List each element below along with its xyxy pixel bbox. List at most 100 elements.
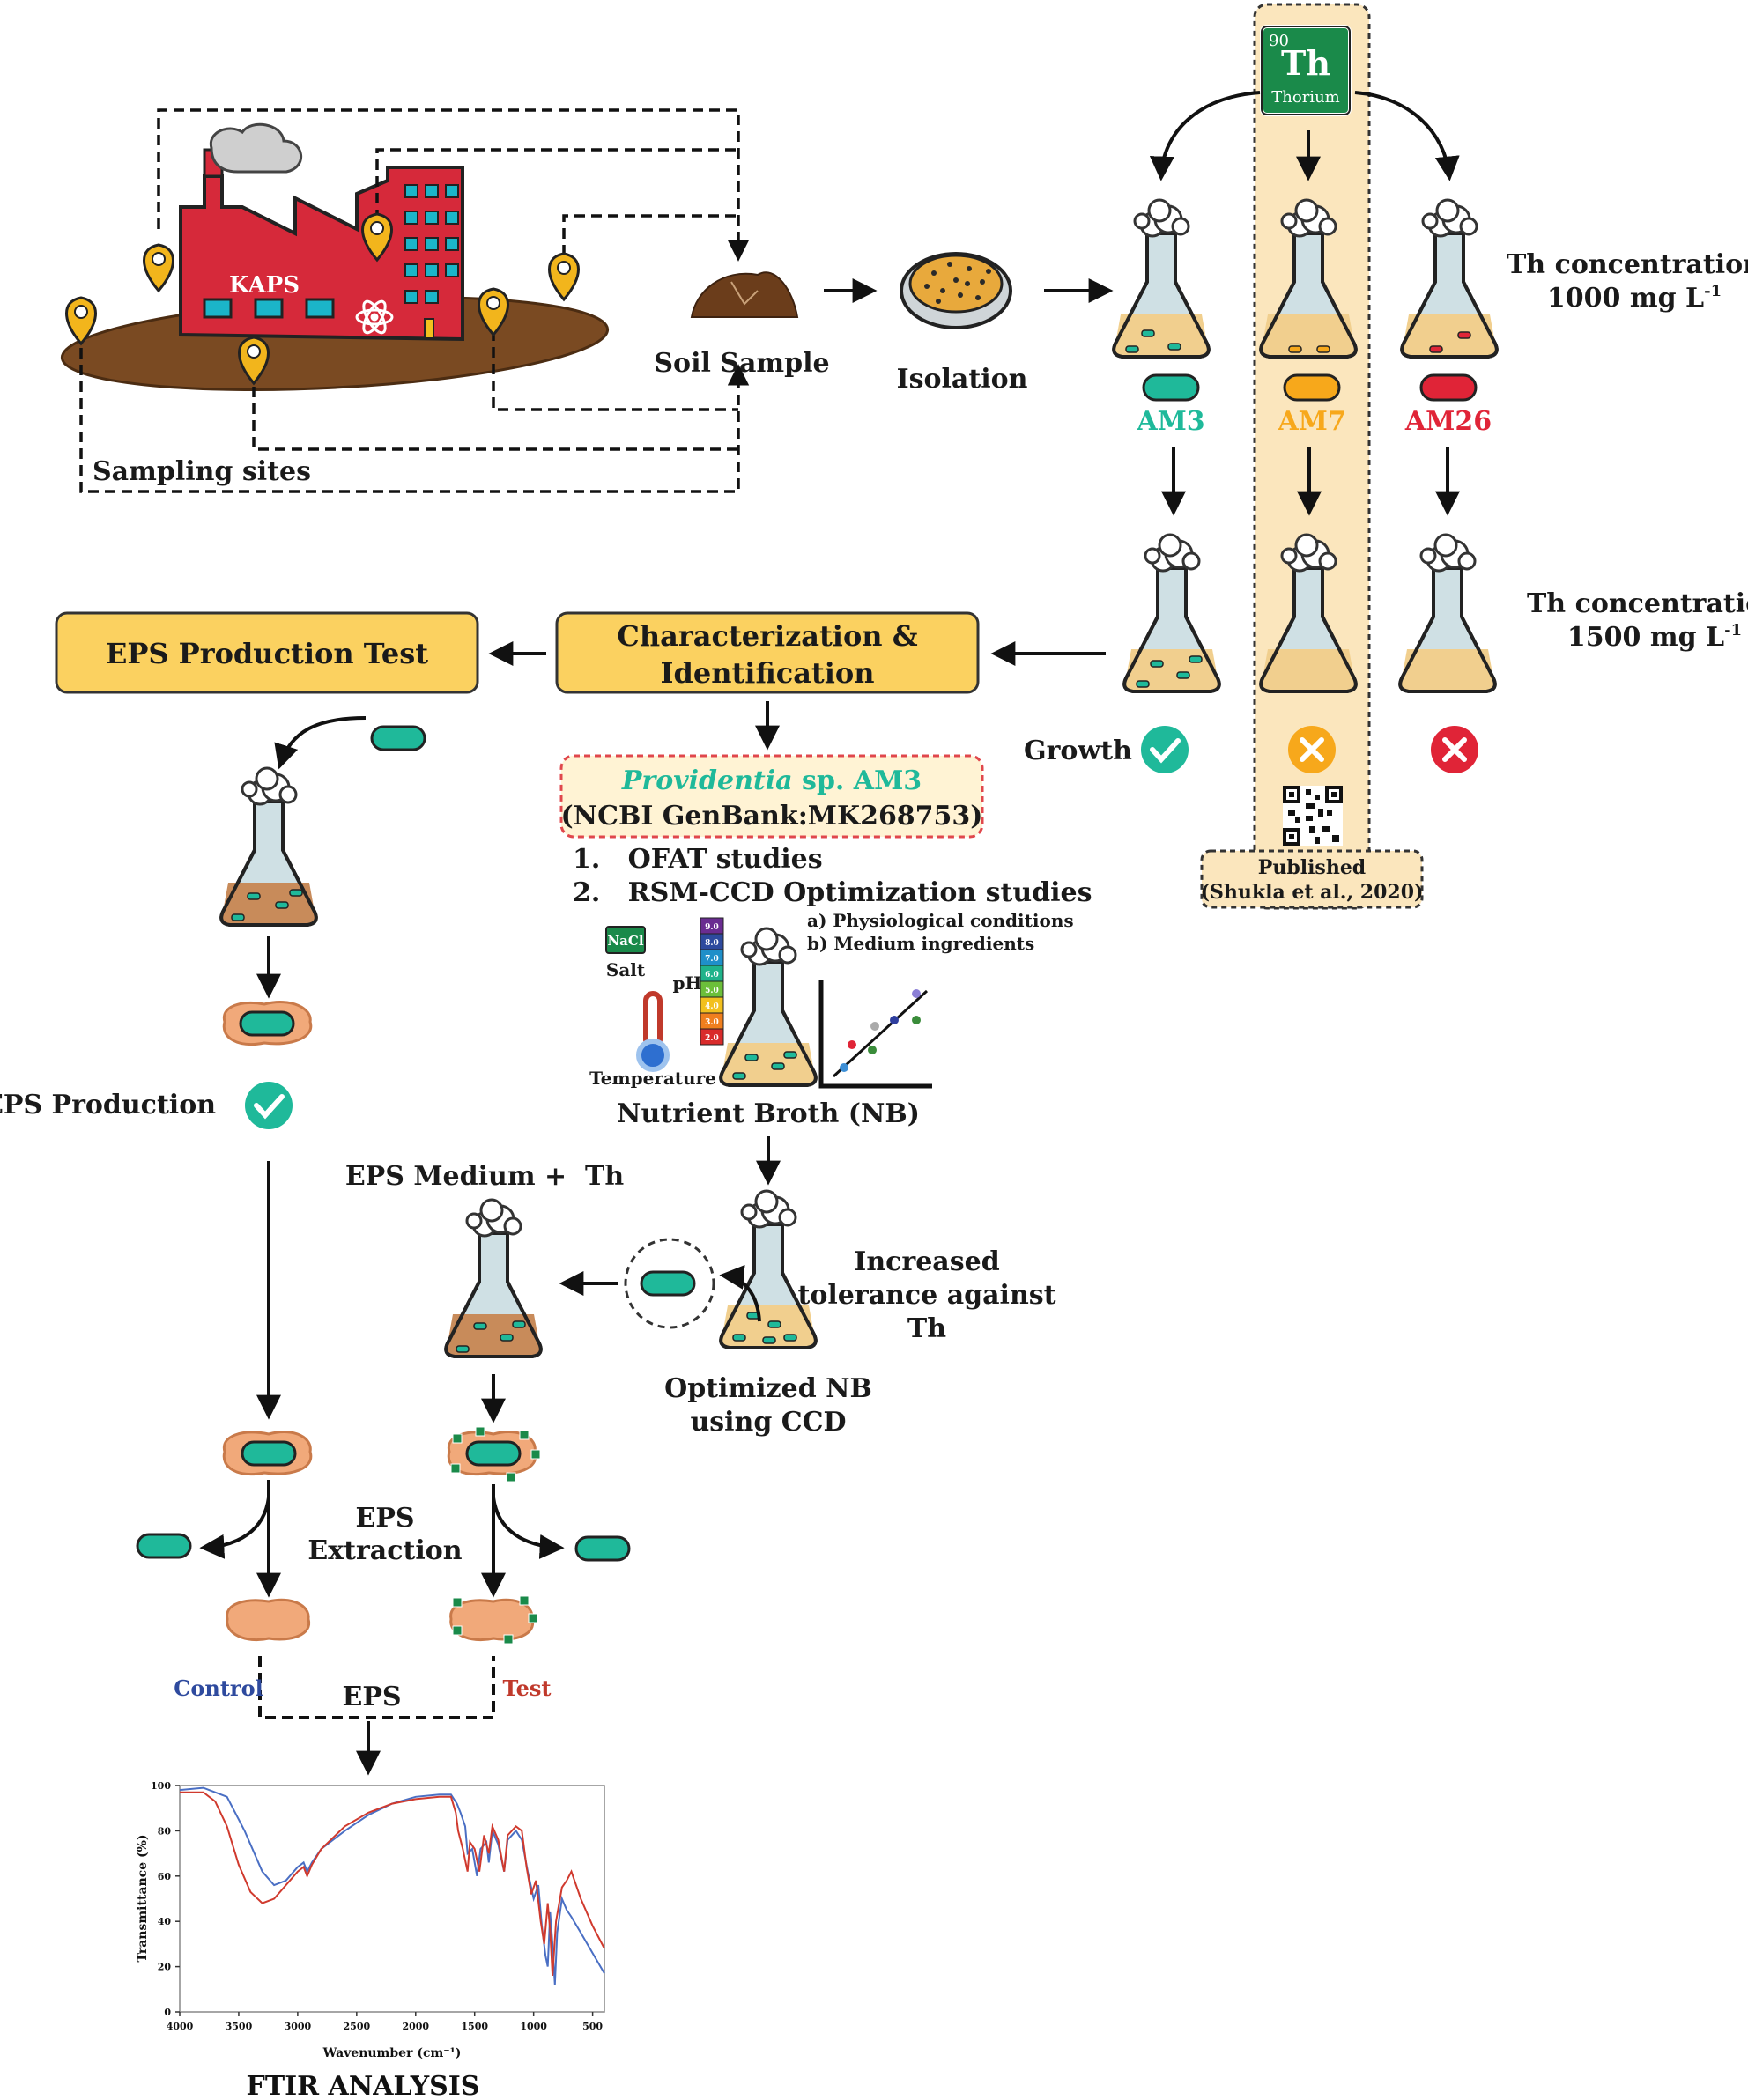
x-tick-label: 4000 [167, 2021, 194, 2032]
physiological-conditions: a) Physiological conditions [807, 910, 1074, 931]
factory-icon: KAPS [179, 122, 464, 342]
x-tick-label: 500 [582, 2021, 603, 2032]
svg-text:Identification: Identification [661, 656, 875, 690]
ph-swatch-label: 3.0 [705, 1018, 719, 1027]
plot-area [179, 1785, 605, 2013]
isolate-am26: AM26 [1404, 373, 1492, 437]
isolate-am3: AM3 [1136, 373, 1205, 437]
ph-swatch-label: 7.0 [705, 955, 719, 964]
published-box: Published (Shukla et al., 2020) [1200, 849, 1424, 909]
ph-swatch-label: 5.0 [705, 987, 719, 995]
flask-am3-1000 [1112, 198, 1211, 359]
thorium-element-tile: 90 Th Thorium [1260, 25, 1352, 116]
isolation-label: Isolation [897, 364, 1028, 395]
svg-text:(NCBI GenBank:MK268753): (NCBI GenBank:MK268753) [560, 801, 982, 832]
sampling-site-illustration: KAPS Sampling sites [60, 108, 750, 493]
eps-extraction-line1: EPS [355, 1503, 414, 1534]
ph-label: pH [673, 972, 702, 994]
test-label: Test [503, 1675, 552, 1701]
ph-swatch-label: 4.0 [705, 1002, 719, 1011]
eps-extraction-line2: Extraction [307, 1535, 462, 1566]
salt-chip-icon: NaCl [605, 926, 646, 954]
eps-production-label: EPS Production [0, 1090, 216, 1120]
tolerance-line3: Th [907, 1313, 946, 1344]
optimized-line2: using CCD [690, 1407, 846, 1438]
svg-text:90: 90 [1269, 32, 1289, 50]
svg-text:Providentia sp. AM3: Providentia sp. AM3 [621, 765, 922, 796]
control-label: Control [174, 1675, 263, 1701]
ftir-xlabel: Wavenumber (cm⁻¹) [322, 2046, 462, 2060]
test-eps-blob [449, 1595, 538, 1645]
flask-am26-1000 [1400, 198, 1499, 359]
flask-am7-1000 [1259, 198, 1358, 359]
eps-coated-cell-icon [222, 1001, 313, 1046]
qr-code-icon [1283, 786, 1343, 846]
ph-scale: 9.08.07.06.05.04.03.02.0 [700, 917, 724, 1046]
thermometer-icon [636, 991, 670, 1072]
flask-am26-1500 [1398, 533, 1497, 693]
partial-cross-icon [1288, 726, 1336, 773]
ftir-series-line-2 [180, 1791, 605, 1976]
soil-sample-icon [690, 271, 799, 318]
x-tick-label: 3500 [226, 2021, 253, 2032]
x-tick-label: 2500 [344, 2021, 371, 2032]
isolate-am7: AM7 [1277, 373, 1346, 437]
ofat-studies: 1. OFAT studies [573, 844, 823, 875]
x-tick-label: 3000 [285, 2021, 312, 2032]
y-tick-label: 40 [158, 1916, 172, 1927]
flask-am3-1500 [1122, 533, 1221, 693]
flask-eps-medium [444, 1198, 543, 1358]
svg-text:Characterization &: Characterization & [617, 619, 917, 653]
check-icon [1141, 726, 1189, 773]
x-tick-label: 2000 [402, 2021, 429, 2032]
x-tick-label: 1000 [520, 2021, 547, 2032]
medium-ingredients: b) Medium ingredients [807, 933, 1034, 954]
selected-cell-icon [624, 1238, 761, 1329]
eps-production-check-icon [245, 1082, 293, 1129]
control-eps-blob [226, 1598, 311, 1641]
identity-box: Providentia sp. AM3 (NCBI GenBank:MK2687… [559, 754, 984, 839]
optimization-plot-icon [818, 980, 932, 1089]
optimized-line1: Optimized NB [664, 1373, 872, 1404]
concentration-1000-line2: 1000 mg L-1 [1547, 282, 1722, 314]
svg-text:Published: Published [1258, 856, 1366, 879]
y-tick-label: 100 [151, 1780, 171, 1792]
concentration-1500-line2: 1500 mg L-1 [1567, 621, 1742, 653]
control-coated-cell-icon [222, 1431, 313, 1475]
tolerance-line2: tolerance against [797, 1280, 1055, 1311]
flask-optimized-nb [719, 1189, 818, 1349]
ph-swatch-label: 8.0 [705, 939, 719, 948]
test-released-cell-icon [574, 1535, 631, 1562]
eps-production-test-box: EPS Production Test [55, 611, 479, 694]
ph-swatch-label: 2.0 [705, 1034, 719, 1043]
flask-eps-production [219, 766, 318, 927]
y-tick-label: 60 [158, 1871, 172, 1882]
concentration-1000-line1: Th concentration [1507, 249, 1748, 280]
svg-text:(Shukla et al., 2020): (Shukla et al., 2020) [1201, 881, 1424, 904]
test-coated-cell-icon [447, 1426, 541, 1483]
ftir-title: FTIR ANALYSIS [247, 2071, 480, 2100]
svg-text:Thorium: Thorium [1271, 88, 1339, 107]
ph-swatch-label: 6.0 [705, 971, 719, 980]
y-tick-label: 0 [164, 2007, 171, 2018]
svg-text:Th: Th [1281, 43, 1330, 83]
svg-text:AM26: AM26 [1404, 406, 1492, 437]
temperature-label: Temperature [589, 1068, 716, 1089]
soil-sample-label: Soil Sample [654, 348, 829, 379]
ftir-series-line-1 [179, 1786, 605, 1985]
eps-medium-label: EPS Medium + Th [345, 1161, 625, 1192]
y-tick-label: 80 [158, 1825, 172, 1837]
salt-label: Salt [606, 959, 646, 980]
svg-text:EPS Production Test: EPS Production Test [106, 637, 428, 670]
tolerance-line1: Increased [854, 1246, 999, 1277]
cross-icon [1431, 726, 1478, 773]
control-released-cell-icon [136, 1533, 192, 1559]
am3-cell-icon [370, 725, 426, 751]
eps-label: EPS [342, 1682, 401, 1712]
ph-swatch [700, 1028, 724, 1046]
petri-dish-icon [900, 252, 1012, 329]
ftir-ylabel: Transmittance (%) [136, 1834, 150, 1962]
characterization-box: Characterization & Identification [555, 611, 980, 694]
